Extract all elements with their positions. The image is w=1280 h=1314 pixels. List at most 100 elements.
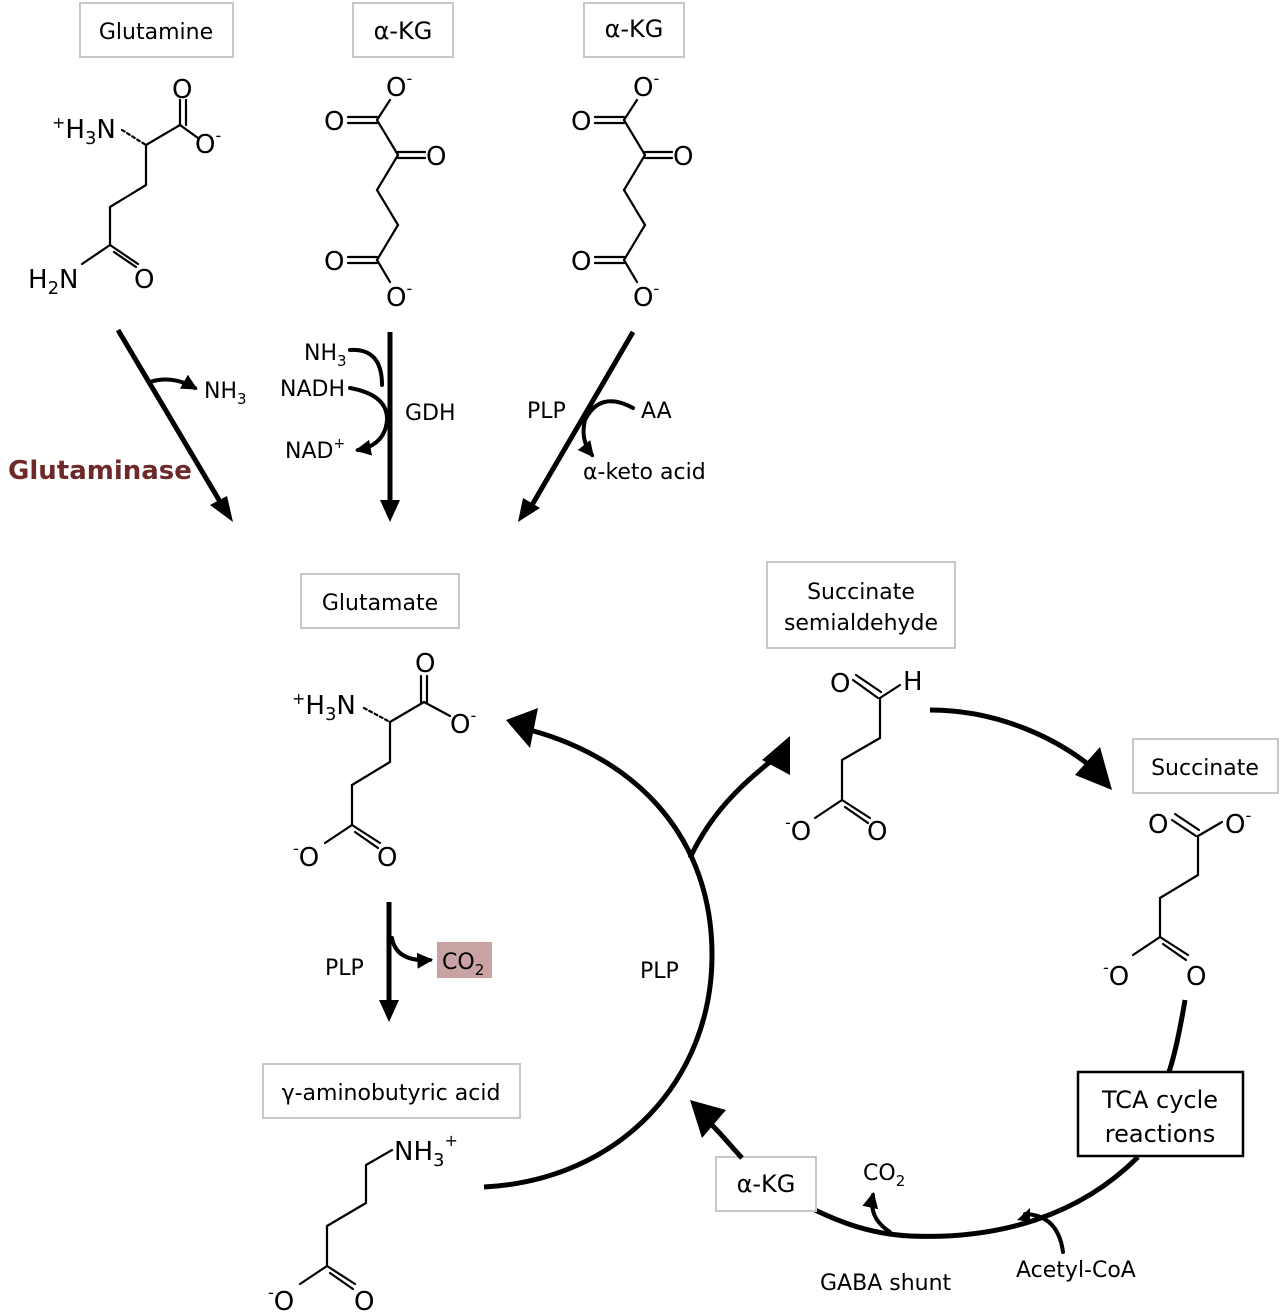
plp-gaba-label: PLP	[640, 959, 679, 984]
akg-2-structure: O- O O O O-	[571, 69, 693, 313]
akg-2-o-bottom: O	[571, 247, 591, 277]
akg-2-keto-o: O	[673, 142, 693, 172]
glutamate-bond	[350, 823, 382, 845]
succinate-group: Succinate O O- -O O	[1103, 738, 1279, 992]
glutaminase-arrowhead	[210, 496, 233, 522]
akg-1-label: α-KG	[374, 17, 433, 45]
to-ssa-branch	[687, 756, 777, 860]
akg-1-bond	[375, 118, 400, 157]
nadh-curve	[348, 386, 390, 456]
gdh-arrowhead	[380, 500, 400, 522]
nh3-in-curve	[348, 347, 384, 387]
glutamine-amide-o: O	[134, 265, 154, 295]
glutamine-o-minus: O-	[195, 126, 221, 160]
ssa-label-line2: semialdehyde	[784, 611, 938, 636]
akg-1-keto-o: O	[426, 142, 446, 172]
tca-return-group: TCA cycle reactions Acetyl-CoA CO2 GABA …	[690, 999, 1245, 1296]
glutamine-amine-text: +H3N	[52, 113, 116, 149]
aa-curve	[577, 399, 635, 458]
ssa-bond	[840, 736, 882, 762]
akg-2-box	[583, 2, 685, 58]
ssa-o-minus: -O	[785, 813, 811, 847]
co2-release-curve	[390, 936, 434, 969]
glutamate-return-arrowhead	[506, 708, 538, 748]
akg-1-group: α-KG O- O O O O-	[324, 2, 454, 313]
glutamate-bond	[388, 700, 426, 724]
akg-2-group: α-KG O- O O O O-	[571, 2, 693, 313]
glutamine-box	[79, 2, 234, 58]
gaba-o-minus: -O	[268, 1283, 294, 1314]
gaba-bond	[325, 1201, 368, 1228]
acetyl-coa-curve	[1023, 1212, 1065, 1254]
akg-return-arrowhead	[690, 1100, 726, 1138]
glutamate-bond	[353, 830, 380, 850]
aa-label: AA	[641, 399, 672, 424]
glutamate-amine-text: +H3N	[292, 689, 356, 725]
succinate-bond	[1131, 935, 1162, 957]
nh3-release-curve	[148, 374, 198, 390]
succinate-bond	[1161, 942, 1188, 962]
glutamine-stereo-bond	[120, 128, 148, 147]
succinate-label: Succinate	[1151, 756, 1259, 781]
tca-to-akg-arc	[813, 1155, 1140, 1239]
co2-cycle-label: CO2	[863, 1161, 905, 1190]
tca-label-line2: reactions	[1105, 1120, 1215, 1148]
akg-3-box	[715, 1156, 817, 1212]
glutamine-bond	[80, 243, 112, 266]
glutamate-o-minus-bottom: -O	[293, 839, 319, 873]
glutamine-amide-n: H2N	[28, 265, 78, 299]
akg-1-box	[352, 2, 454, 58]
ssa-bond	[878, 683, 902, 700]
co2-cycle-curve	[862, 1191, 892, 1234]
akg-1-o-bottom: O	[324, 247, 344, 277]
plp-decarboxylation-label: PLP	[325, 956, 364, 981]
glutamine-bond	[112, 250, 138, 269]
transamination-arrowhead	[518, 498, 540, 522]
succinate-bond	[1196, 820, 1224, 838]
glutaminase-arrow-shaft	[115, 328, 225, 507]
gaba-group: γ-aminobutyric acid NH3+ -O O	[262, 1063, 521, 1314]
tca-box	[1076, 1070, 1245, 1158]
akg-to-arc-line	[710, 1123, 744, 1160]
akg-1-structure: O- O O O O-	[324, 69, 446, 313]
glutamine-bond	[108, 183, 148, 209]
succinate-o-minus-top: O-	[1225, 806, 1251, 840]
succinate-box	[1132, 738, 1279, 794]
akg-1-bond	[375, 223, 400, 262]
ssa-aldehyde-h: H	[903, 667, 923, 697]
keto-acid-label: α-keto acid	[583, 460, 706, 485]
ssa-arrowhead	[762, 736, 790, 775]
glutamate-structure: +H3N O O- -O O	[292, 649, 476, 873]
glutamine-o: O	[172, 75, 192, 105]
succinate-o-minus-bottom: -O	[1103, 958, 1129, 992]
glutamate-box	[300, 573, 460, 629]
glutamate-o-minus: O-	[450, 706, 476, 740]
akg-3-label: α-KG	[737, 1170, 796, 1198]
glutamate-label: Glutamate	[322, 591, 438, 616]
ssa-group: Succinate semialdehyde O H -O O	[766, 561, 956, 847]
glutaminase-label: Glutaminase	[8, 456, 192, 486]
gdh-arrow-group: NH3 NADH NAD+ GDH	[280, 332, 456, 522]
ssa-bond	[851, 678, 880, 700]
akg-2-bond	[622, 258, 639, 284]
gaba-amine-text: NH3+	[394, 1131, 458, 1171]
ssa-label-line1: Succinate	[807, 580, 915, 605]
co2-decarb-label: CO2	[442, 950, 484, 979]
glutamine-bond	[108, 243, 140, 266]
akg-1-bond	[375, 258, 392, 284]
decarboxylation-arrowhead	[379, 1000, 399, 1022]
nh3-release-label: NH3	[204, 379, 247, 408]
gaba-structure: NH3+ -O O	[268, 1131, 458, 1314]
ssa-bond	[813, 798, 844, 820]
succinate-o-top: O	[1148, 810, 1168, 840]
glutamine-group: Glutamine +H3N O O- H2N O	[28, 2, 234, 299]
tca-label-line1: TCA cycle	[1101, 1086, 1218, 1114]
gaba-o: O	[354, 1287, 374, 1314]
akg-1-bond	[375, 98, 392, 122]
glutamate-bond	[323, 823, 354, 845]
succinate-bond	[1158, 935, 1190, 957]
akg-2-o-top: O	[571, 107, 591, 137]
gaba-box	[262, 1063, 521, 1119]
akg-1-bond	[375, 153, 400, 192]
